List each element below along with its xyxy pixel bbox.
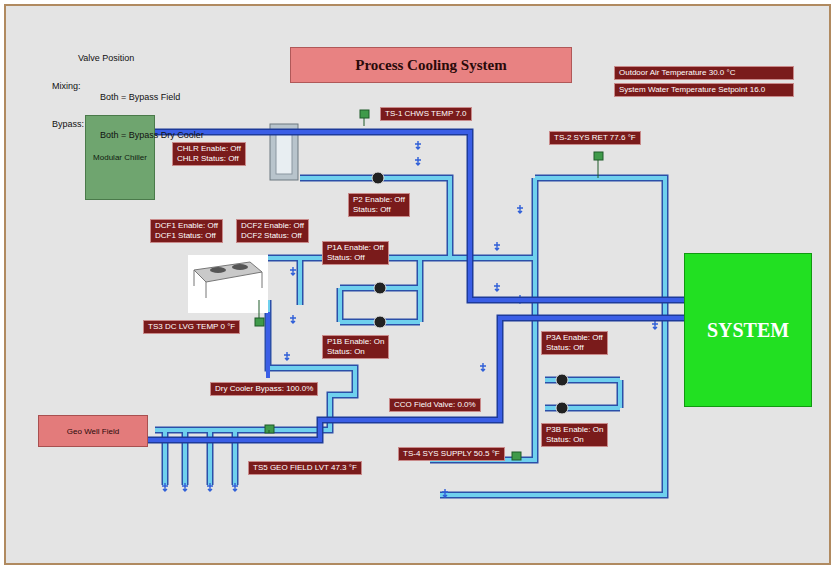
node-text: P1A Enable: Off (327, 243, 384, 253)
status-tag: TS-1 CHWS TEMP 7.0 (380, 107, 472, 121)
node-text: TS-1 CHWS TEMP 7.0 (385, 109, 467, 119)
node-text: TS3 DC LVG TEMP 0 °F (148, 322, 235, 332)
pipe-core (155, 132, 684, 300)
node-text: CHLR Enable: Off (177, 144, 241, 154)
status-tag: DCF2 Enable: OffDCF2 Status: Off (236, 219, 309, 243)
status-tag: P3B Enable: OnStatus: On (541, 423, 608, 447)
status-tag: P3A Enable: OffStatus: Off (541, 331, 608, 355)
valve-note: Valve Position (78, 53, 835, 64)
valve-note: Both = Bypass Dry Cooler (100, 130, 835, 141)
node-text: TS5 GEO FIELD LVT 47.3 °F (253, 463, 357, 473)
title-banner: Process Cooling System (290, 47, 572, 83)
pipe-connector (148, 318, 684, 440)
status-tag: P2 Enable: OffStatus: Off (348, 193, 410, 217)
pipe-core (148, 318, 684, 440)
node-text: P3B Enable: On (546, 425, 603, 435)
status-tag: CCO Field Valve: 0.0% (389, 398, 481, 412)
dry-cooler-icon (188, 255, 268, 313)
node-text: Modular Chiller (93, 153, 147, 162)
node-text: Status: On (546, 435, 603, 445)
node-text: TS-4 SYS SUPPLY 50.5 °F (403, 449, 500, 459)
node-text: Status: Off (546, 343, 603, 353)
node-text: System Water Temperature Setpoint 16.0 (619, 85, 789, 95)
well-field-box: Geo Well Field (38, 415, 148, 447)
system-box: SYSTEM (684, 253, 812, 407)
node-text: Geo Well Field (67, 427, 119, 436)
node-text: SYSTEM (707, 319, 789, 342)
sensor-icons (255, 110, 603, 460)
status-tag: System Water Temperature Setpoint 16.0 (614, 83, 794, 97)
pipe-outline (148, 318, 684, 440)
status-tag: TS-4 SYS SUPPLY 50.5 °F (398, 447, 505, 461)
title-text: Process Cooling System (355, 57, 506, 74)
status-tag: Outdoor Air Temperature 30.0 °C (614, 66, 794, 80)
node-text: Status: Off (327, 253, 384, 263)
node-text: Status: On (327, 347, 384, 357)
node-text: Dry Cooler Bypass: 100.0% (215, 384, 313, 394)
status-tag: TS-2 SYS RET 77.6 °F (549, 131, 641, 145)
node-text: CCO Field Valve: 0.0% (394, 400, 476, 410)
node-text: Outdoor Air Temperature 30.0 °C (619, 68, 789, 78)
pipe-connector (155, 132, 684, 300)
node-text: DCF1 Enable: Off (155, 221, 218, 231)
node-text: CHLR Status: Off (177, 154, 241, 164)
valve-note: Bypass: (52, 119, 835, 130)
valve-note: Both = Bypass Field (100, 92, 835, 103)
status-tag: TS5 GEO FIELD LVT 47.3 °F (248, 461, 362, 475)
node-text: P1B Enable: On (327, 337, 384, 347)
status-tag: P1A Enable: OffStatus: Off (322, 241, 389, 265)
status-tag: DCF1 Enable: OffDCF1 Status: Off (150, 219, 223, 243)
node-text: DCF2 Enable: Off (241, 221, 304, 231)
node-text: TS-2 SYS RET 77.6 °F (554, 133, 636, 143)
node-text: P3A Enable: Off (546, 333, 603, 343)
status-tag: CHLR Enable: OffCHLR Status: Off (172, 142, 246, 166)
status-tag: TS3 DC LVG TEMP 0 °F (143, 320, 240, 334)
chiller-box: Modular Chiller (85, 115, 155, 200)
node-text: DCF2 Status: Off (241, 231, 304, 241)
status-tag: Dry Cooler Bypass: 100.0% (210, 382, 318, 396)
node-text: DCF1 Status: Off (155, 231, 218, 241)
pipe-outline (155, 132, 684, 300)
node-text: Status: Off (353, 205, 405, 215)
node-text: P2 Enable: Off (353, 195, 405, 205)
status-tag: P1B Enable: OnStatus: On (322, 335, 389, 359)
valve-note: Mixing: (52, 81, 835, 92)
